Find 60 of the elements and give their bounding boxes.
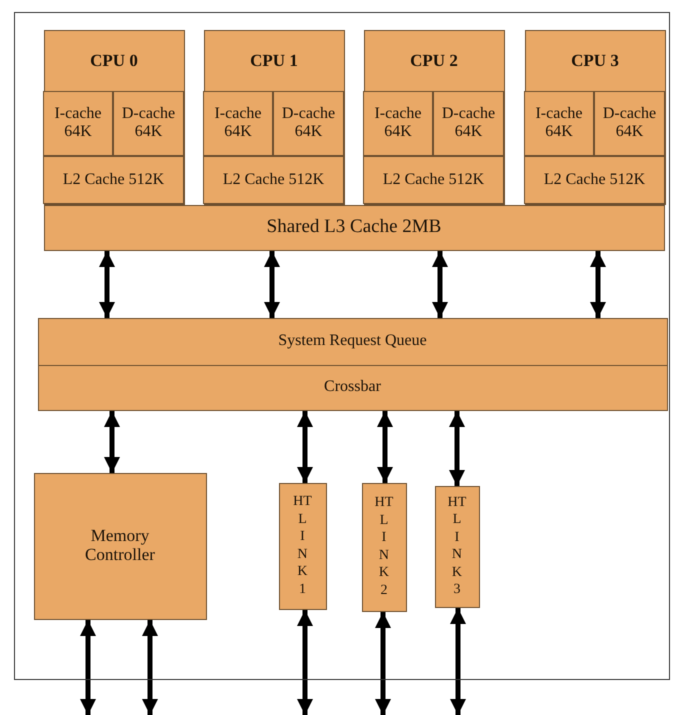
link-label: HT L I N K 1 <box>293 493 312 598</box>
double-arrow <box>297 610 313 715</box>
cache-label: L2 Cache 512K <box>382 170 484 188</box>
bar-label: Crossbar <box>324 378 381 396</box>
double-arrow <box>80 620 96 715</box>
double-arrow <box>432 251 448 318</box>
cache-label: D-cache 64K <box>440 105 496 141</box>
cache-block <box>594 91 665 156</box>
controller-block <box>34 472 206 620</box>
cpu-core-block <box>204 30 344 204</box>
double-arrow <box>142 620 158 715</box>
link-label: HT L I N K 2 <box>374 494 394 599</box>
cache-label: I-cache 64K <box>213 105 263 141</box>
cpu-core-block <box>364 30 504 204</box>
double-arrow <box>297 411 313 483</box>
cache-block <box>203 91 273 156</box>
interconnect-bar <box>38 318 668 366</box>
link-label: HT L I N K 3 <box>448 494 466 598</box>
cache-block <box>524 156 665 204</box>
double-arrow <box>375 612 391 715</box>
double-arrow <box>104 411 120 473</box>
cache-label: I-cache 64K <box>53 105 103 141</box>
cache-label: I-cache 64K <box>373 105 423 141</box>
bar-label: System Request Queue <box>278 332 427 350</box>
cache-block <box>273 91 344 156</box>
link-block <box>278 482 326 610</box>
double-arrow <box>449 411 465 486</box>
core-label: CPU 1 <box>250 52 298 71</box>
cache-block <box>524 91 594 156</box>
interconnect-bar <box>38 364 668 410</box>
cpu-core-block <box>44 30 184 204</box>
double-arrow <box>590 251 606 318</box>
core-label: CPU 0 <box>90 52 138 71</box>
double-arrow <box>450 608 466 715</box>
double-arrow <box>99 251 115 318</box>
chip-outline <box>14 12 670 680</box>
cache-label: L2 Cache 512K <box>222 170 324 188</box>
cache-block <box>363 156 504 204</box>
cache-block <box>43 91 113 156</box>
cache-label: D-cache 64K <box>120 105 176 141</box>
cache-label: L2 Cache 512K <box>62 170 164 188</box>
cache-label: D-cache 64K <box>280 105 336 141</box>
link-block <box>362 482 406 612</box>
cache-block <box>203 156 344 204</box>
core-label: CPU 3 <box>571 52 619 71</box>
cache-label: I-cache 64K <box>534 105 584 141</box>
cache-block <box>433 91 504 156</box>
controller-label: Memory Controller <box>84 526 156 564</box>
shared-cache-bar <box>44 204 664 250</box>
link-block <box>434 486 480 608</box>
core-label: CPU 2 <box>410 52 458 71</box>
cache-block <box>363 91 433 156</box>
cpu-core-block <box>524 30 666 204</box>
double-arrow <box>377 411 393 483</box>
cache-block <box>113 91 184 156</box>
cache-label: Shared L3 Cache 2MB <box>266 216 442 238</box>
double-arrow <box>264 251 280 318</box>
cache-label: D-cache 64K <box>602 105 658 141</box>
cache-label: L2 Cache 512K <box>544 170 646 188</box>
cache-block <box>43 156 184 204</box>
